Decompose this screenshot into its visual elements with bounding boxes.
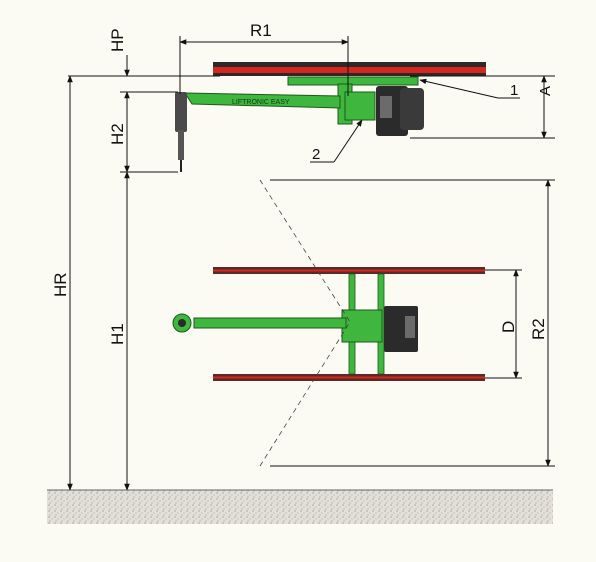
arm xyxy=(184,92,341,109)
callout-2: 2 xyxy=(312,146,320,163)
floor-hatch-icon xyxy=(47,490,553,524)
callout-1-leader xyxy=(419,78,499,99)
reach-envelope-upper xyxy=(259,179,351,323)
label-h1: H1 xyxy=(108,323,127,345)
label-hp: HP xyxy=(108,28,127,52)
plan-motor-panel xyxy=(405,316,415,338)
label-d: D xyxy=(499,321,518,333)
balancer-side-view-icon: LIFTRONIC EASY xyxy=(175,62,486,172)
rail-bottom-edge xyxy=(213,73,486,76)
label-a: A xyxy=(537,86,554,96)
arm-text: LIFTRONIC EASY xyxy=(232,99,290,106)
label-r1: R1 xyxy=(250,21,272,40)
plan-column xyxy=(341,309,383,343)
motor-cap xyxy=(400,88,424,130)
tool-shaft xyxy=(178,130,184,160)
rail-top-edge xyxy=(213,62,486,68)
dimension-lines xyxy=(67,36,555,491)
callout-1: 1 xyxy=(510,82,518,99)
rail-red xyxy=(213,67,486,74)
callout-2-leader xyxy=(333,119,363,163)
label-h2: H2 xyxy=(108,123,127,145)
plan-arm xyxy=(193,317,347,329)
label-hr: HR xyxy=(51,272,70,297)
tool-body xyxy=(175,92,187,132)
column-body xyxy=(344,91,376,121)
reach-envelope-lower xyxy=(259,321,351,467)
carriage-plate xyxy=(287,76,419,86)
label-r2: R2 xyxy=(529,318,548,340)
balancer-top-view-icon xyxy=(172,267,485,381)
motor-panel xyxy=(380,96,392,118)
